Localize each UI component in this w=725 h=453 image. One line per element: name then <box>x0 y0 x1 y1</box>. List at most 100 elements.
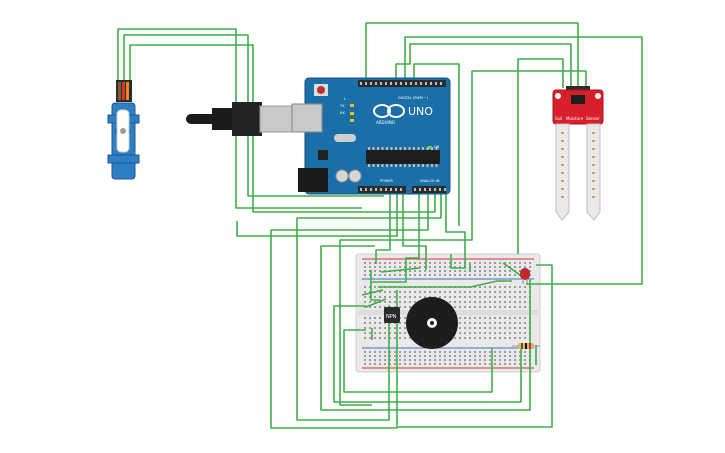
breadboard-hole <box>414 363 416 365</box>
breadboard-hole <box>399 337 401 339</box>
on-label: ON <box>434 145 440 149</box>
wire[interactable] <box>361 289 384 296</box>
breadboard-hole <box>504 262 506 264</box>
red-led[interactable] <box>520 268 530 284</box>
header-pin <box>434 188 436 191</box>
breadboard-hole <box>379 351 381 353</box>
chip-leg <box>426 147 429 150</box>
breadboard-hole <box>489 291 491 293</box>
breadboard-hole <box>514 359 516 361</box>
breadboard-hole <box>499 301 501 303</box>
breadboard-hole <box>369 306 371 308</box>
breadboard-hole <box>414 351 416 353</box>
wire[interactable] <box>402 194 427 270</box>
breadboard-hole <box>429 296 431 298</box>
breadboard-hole <box>464 301 466 303</box>
breadboard-hole <box>529 262 531 264</box>
breadboard-hole <box>384 332 386 334</box>
breadboard-hole <box>399 363 401 365</box>
wire[interactable] <box>404 36 643 285</box>
wire[interactable] <box>343 329 493 393</box>
breadboard-hole <box>364 306 366 308</box>
breadboard-hole <box>504 327 506 329</box>
breadboard-hole <box>399 262 401 264</box>
breadboard-hole <box>524 332 526 334</box>
breadboard-hole <box>409 359 411 361</box>
breadboard-hole <box>424 359 426 361</box>
wire[interactable] <box>320 245 531 411</box>
breadboard-hole <box>479 286 481 288</box>
breadboard-hole <box>389 291 391 293</box>
wire[interactable] <box>296 194 442 421</box>
soil-moisture-sensor[interactable]: Soil Moisture Sensor <box>552 86 604 221</box>
wire[interactable] <box>236 194 398 237</box>
wire[interactable] <box>117 28 362 209</box>
breadboard-hole <box>499 359 501 361</box>
breadboard-hole <box>519 317 521 319</box>
wire[interactable] <box>365 298 387 308</box>
wire[interactable] <box>123 34 384 197</box>
prong-trace <box>561 172 564 174</box>
breadboard-hole <box>464 359 466 361</box>
breadboard-hole <box>449 363 451 365</box>
breadboard-hole <box>489 286 491 288</box>
breadboard-hole <box>494 351 496 353</box>
breadboard-hole <box>524 363 526 365</box>
breadboard-hole <box>469 363 471 365</box>
breadboard-hole <box>399 266 401 268</box>
breadboard-hole <box>454 262 456 264</box>
breadboard-hole <box>369 262 371 264</box>
wire[interactable] <box>339 70 587 406</box>
wire[interactable] <box>395 43 572 88</box>
wire[interactable] <box>398 264 553 428</box>
arduino-uno-board[interactable]: UNO ARDUINO DIGITAL (PWM ~) POWER ANALOG… <box>291 77 451 195</box>
wire[interactable] <box>413 63 460 226</box>
wire[interactable] <box>517 58 564 254</box>
breadboard-hole <box>394 274 396 276</box>
chip-leg <box>377 147 379 150</box>
breadboard-hole <box>474 337 476 339</box>
wire[interactable] <box>502 262 514 271</box>
wire[interactable] <box>270 194 429 429</box>
chip-leg <box>404 164 406 167</box>
wire[interactable] <box>445 194 466 269</box>
breadboard-hole <box>439 291 441 293</box>
wire[interactable] <box>365 22 579 88</box>
breadboard-hole <box>419 270 421 272</box>
breadboard-hole <box>509 301 511 303</box>
breadboard-hole <box>479 301 481 303</box>
digital-header-label: DIGITAL (PWM ~) <box>398 96 429 100</box>
breadboard-hole <box>409 301 411 303</box>
wire[interactable] <box>378 280 512 288</box>
breadboard-hole <box>479 337 481 339</box>
breadboard-hole <box>464 306 466 308</box>
breadboard-hole <box>444 274 446 276</box>
prong-trace <box>592 156 595 158</box>
breadboard-hole <box>434 274 436 276</box>
breadboard-hole <box>369 291 371 293</box>
breadboard-hole <box>429 291 431 293</box>
breadboard-hole <box>509 317 511 319</box>
breadboard-hole <box>504 351 506 353</box>
servo-motor[interactable] <box>107 80 140 180</box>
wire[interactable] <box>333 305 522 403</box>
breadboard-hole <box>409 351 411 353</box>
piezo-buzzer[interactable] <box>406 297 458 349</box>
wire[interactable] <box>380 267 421 273</box>
resistor[interactable] <box>512 343 540 349</box>
breadboard-hole <box>484 296 486 298</box>
breadboard-hole <box>494 322 496 324</box>
breadboard-hole <box>414 262 416 264</box>
breadboard-hole <box>434 270 436 272</box>
prong-trace <box>592 140 595 142</box>
npn-transistor[interactable]: NPN <box>384 307 400 323</box>
breadboard-hole <box>499 327 501 329</box>
wire[interactable] <box>375 194 391 264</box>
wire[interactable] <box>371 194 420 283</box>
breadboard-hole <box>494 286 496 288</box>
header-pin <box>395 82 397 85</box>
breadboard-hole <box>384 351 386 353</box>
breadboard-hole <box>409 291 411 293</box>
wire[interactable] <box>370 270 380 301</box>
breadboard-hole <box>434 363 436 365</box>
